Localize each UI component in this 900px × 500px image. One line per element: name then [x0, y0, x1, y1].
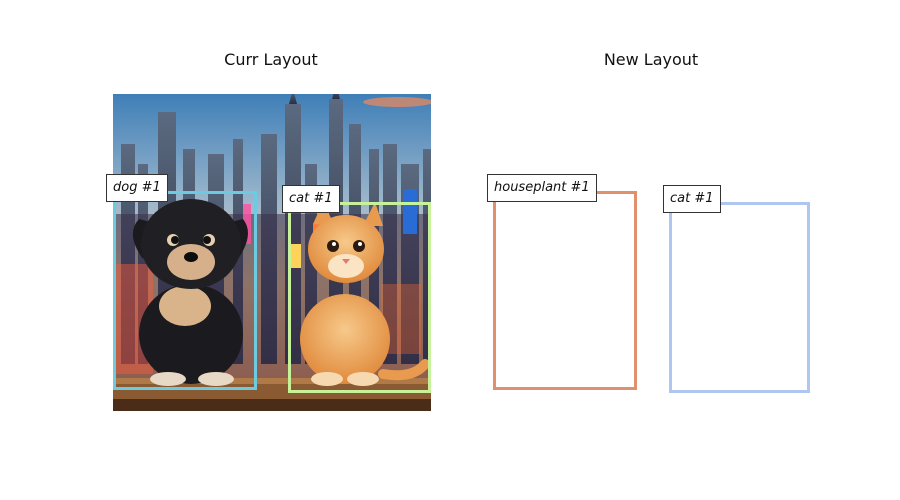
cat-box-label-new: cat #1 [663, 185, 721, 213]
houseplant-box-label: houseplant #1 [487, 174, 597, 202]
current-layout-title: Curr Layout [224, 50, 318, 69]
dog-bounding-box [113, 191, 257, 390]
cat-bounding-box-current [288, 202, 431, 393]
new-layout-title: New Layout [603, 50, 699, 69]
puppy-figure [132, 199, 248, 386]
dog-box-label: dog #1 [106, 174, 168, 202]
cat-box-label-current: cat #1 [282, 185, 340, 213]
cat-bounding-box-new [669, 202, 810, 393]
kitten-figure [300, 202, 430, 386]
houseplant-bounding-box [493, 191, 637, 390]
current-layout-image [113, 94, 431, 411]
